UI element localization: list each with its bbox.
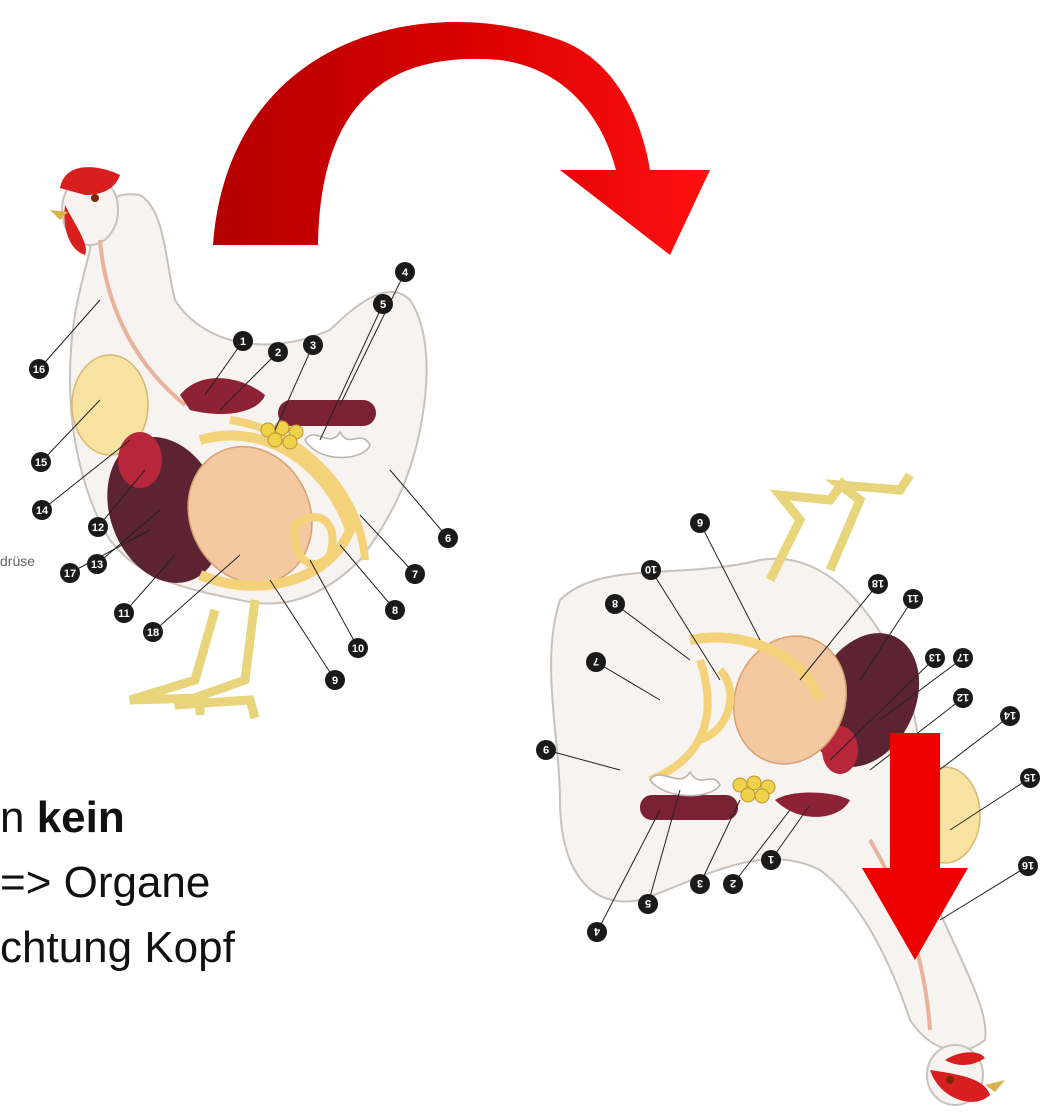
right-marker-label: 4 xyxy=(593,925,600,937)
left-marker-18: 18 xyxy=(143,622,163,642)
right-marker-8: 8 xyxy=(605,594,625,614)
left-marker-1: 1 xyxy=(233,331,253,351)
right-marker-12: 12 xyxy=(953,688,973,708)
left-marker-14: 14 xyxy=(32,500,52,520)
right-marker-label: 14 xyxy=(1003,709,1016,721)
right-marker-13: 13 xyxy=(925,648,945,668)
right-marker-label: 2 xyxy=(730,877,736,889)
left-marker-label: 10 xyxy=(352,643,364,655)
left-marker-11: 11 xyxy=(114,603,134,623)
left-marker-9: 9 xyxy=(325,670,345,690)
left-marker-label: 1 xyxy=(240,336,246,348)
left-marker-3: 3 xyxy=(303,335,323,355)
left-marker-label: 14 xyxy=(36,505,49,517)
left-marker-label: 4 xyxy=(402,267,409,279)
right-marker-label: 17 xyxy=(957,651,969,663)
right-marker-label: 13 xyxy=(929,651,941,663)
left-marker-5: 5 xyxy=(373,294,393,314)
left-marker-label: 8 xyxy=(392,605,398,617)
right-marker-11: 11 xyxy=(903,589,923,609)
right-marker-label: 9 xyxy=(543,743,549,755)
right-marker-7: 7 xyxy=(586,652,606,672)
chicken-inverted xyxy=(546,475,1030,1105)
left-marker-label: 16 xyxy=(33,364,45,376)
left-marker-10: 10 xyxy=(348,638,368,658)
right-marker-label: 12 xyxy=(957,691,969,703)
left-marker-2: 2 xyxy=(268,342,288,362)
right-marker-label: 1 xyxy=(768,853,774,865)
left-marker-13: 13 xyxy=(87,554,107,574)
right-marker-label: 7 xyxy=(593,655,599,667)
left-marker-8: 8 xyxy=(385,600,405,620)
right-marker-15: 15 xyxy=(1020,768,1040,788)
left-marker-label: 11 xyxy=(118,608,130,620)
right-marker-label: 10 xyxy=(645,563,657,575)
chicken-upright xyxy=(39,167,448,718)
curved-arrow-icon xyxy=(213,22,710,255)
left-marker-label: 6 xyxy=(445,533,451,545)
right-marker-18: 18 xyxy=(868,574,888,594)
right-marker-16: 16 xyxy=(1018,856,1038,876)
left-marker-label: 9 xyxy=(332,675,338,687)
right-marker-4: 4 xyxy=(587,922,607,942)
right-marker-9: 9 xyxy=(536,740,556,760)
caption-line-1: n kein xyxy=(0,796,125,840)
right-marker-17: 17 xyxy=(953,648,973,668)
left-marker-label: 3 xyxy=(310,340,316,352)
right-marker-10: 10 xyxy=(641,560,661,580)
left-marker-6: 6 xyxy=(438,528,458,548)
left-marker-label: 18 xyxy=(147,627,159,639)
right-marker-label: 11 xyxy=(907,592,919,604)
right-marker-label: 18 xyxy=(872,577,884,589)
left-marker-label: 13 xyxy=(91,559,103,571)
left-marker-16: 16 xyxy=(29,359,49,379)
caption-line-3: chtung Kopf xyxy=(0,926,235,970)
left-marker-17: 17 xyxy=(60,563,80,583)
right-marker-5: 5 xyxy=(638,894,658,914)
right-marker-label: 6 xyxy=(697,516,703,528)
left-marker-4: 4 xyxy=(395,262,415,282)
right-marker-6: 6 xyxy=(690,513,710,533)
right-marker-label: 3 xyxy=(697,877,703,889)
left-marker-label: 2 xyxy=(275,347,281,359)
right-marker-14: 14 xyxy=(1000,706,1020,726)
partial-side-label: drüse xyxy=(0,553,35,569)
left-marker-7: 7 xyxy=(405,564,425,584)
caption-line-2: => Organe xyxy=(0,861,210,905)
left-marker-12: 12 xyxy=(88,517,108,537)
right-marker-2: 2 xyxy=(723,874,743,894)
left-marker-label: 7 xyxy=(412,569,418,581)
left-marker-label: 12 xyxy=(92,522,104,534)
right-marker-1: 1 xyxy=(761,850,781,870)
left-marker-label: 17 xyxy=(64,568,76,580)
left-marker-15: 15 xyxy=(31,452,51,472)
right-marker-label: 5 xyxy=(645,897,651,909)
left-marker-label: 15 xyxy=(35,457,47,469)
left-marker-label: 5 xyxy=(380,299,386,311)
right-marker-label: 15 xyxy=(1024,771,1036,783)
right-marker-label: 8 xyxy=(612,597,618,609)
right-marker-label: 16 xyxy=(1022,859,1034,871)
right-marker-3: 3 xyxy=(690,874,710,894)
